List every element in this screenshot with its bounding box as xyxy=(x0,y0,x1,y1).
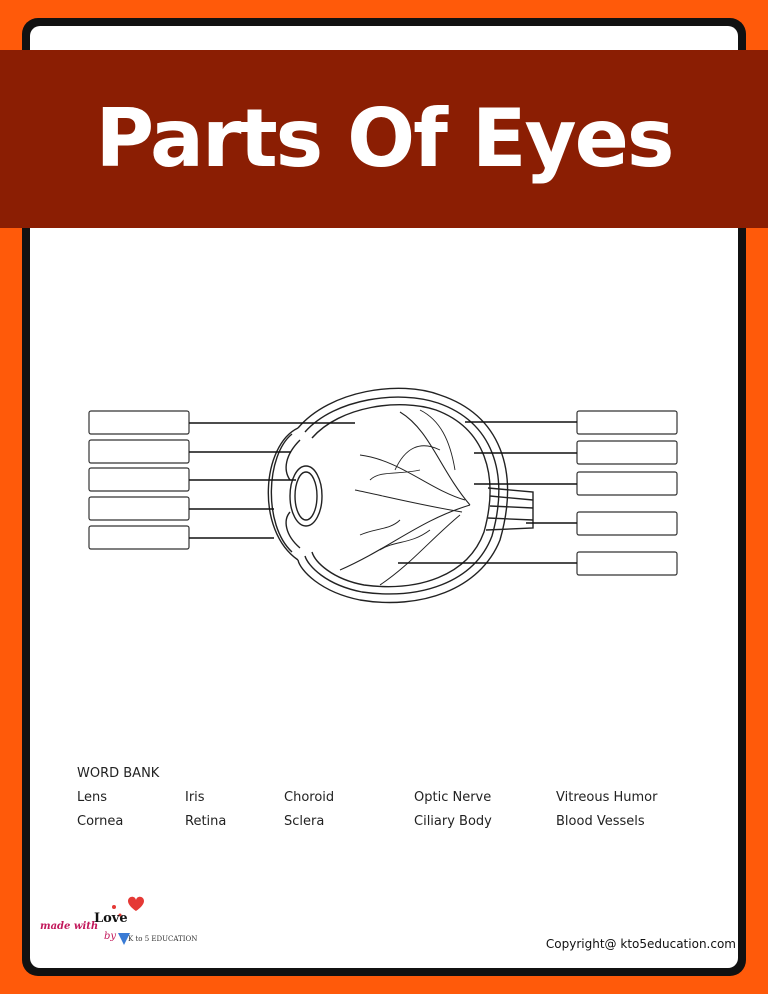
word-bank-word: Blood Vessels xyxy=(556,814,645,829)
word-bank-word: Sclera xyxy=(284,814,325,829)
word-bank-word: Optic Nerve xyxy=(414,790,492,805)
copyright-text: Copyright@ kto5education.com xyxy=(545,937,736,951)
label-box-left-1[interactable] xyxy=(88,410,190,435)
logo-love: Love xyxy=(94,911,128,926)
word-bank-word: Cornea xyxy=(77,814,124,829)
label-box-left-5[interactable] xyxy=(88,525,190,550)
logo-by: by xyxy=(104,931,117,942)
label-box-right-1[interactable] xyxy=(576,410,678,435)
word-bank-word: Iris xyxy=(185,790,205,805)
word-bank-word: Vitreous Humor xyxy=(556,790,658,805)
label-box-right-4[interactable] xyxy=(576,511,678,536)
label-box-left-3[interactable] xyxy=(88,467,190,492)
label-box-left-4[interactable] xyxy=(88,496,190,521)
word-bank-word: Ciliary Body xyxy=(414,814,492,829)
label-box-right-5[interactable] xyxy=(576,551,678,576)
leader-lines xyxy=(189,421,577,564)
page-title: Parts Of Eyes xyxy=(95,92,675,185)
word-bank-heading: WORD BANK xyxy=(77,766,160,781)
word-bank-word: Choroid xyxy=(284,790,335,805)
made-with-love-logo: made with Love by K to 5 EDUCATION xyxy=(40,893,197,951)
label-box-left-2[interactable] xyxy=(88,439,190,464)
logo-made-with: made with xyxy=(40,921,99,932)
word-bank-word: Retina xyxy=(185,814,227,829)
word-bank-word: Lens xyxy=(77,790,108,805)
label-box-right-2[interactable] xyxy=(576,440,678,465)
heart-icon xyxy=(112,896,144,945)
eyeball-drawing xyxy=(267,387,534,604)
title-banner: Parts Of Eyes xyxy=(0,50,768,228)
logo-brand: K to 5 EDUCATION xyxy=(128,935,198,943)
label-box-right-3[interactable] xyxy=(576,471,678,496)
